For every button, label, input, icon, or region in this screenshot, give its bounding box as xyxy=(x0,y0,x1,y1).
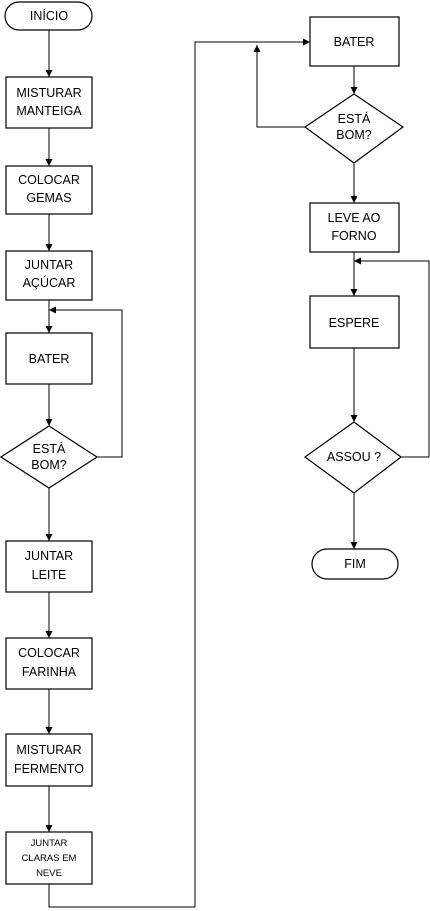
node-juntar-acucar-line-2: AÇÚCAR xyxy=(23,275,76,290)
node-esta-bom-2: ESTÁ BOM? xyxy=(303,93,405,164)
node-fim: FIM xyxy=(311,548,399,580)
node-colocar-farinha-line-1: COLOCAR xyxy=(18,646,80,660)
terminal-shape xyxy=(4,1,93,31)
node-inicio: INÍCIO xyxy=(4,1,93,31)
node-esta-bom-2-line-1: ESTÁ xyxy=(338,111,371,126)
node-esta-bom-1-line-1: ESTÁ xyxy=(33,441,66,456)
process-shape xyxy=(5,540,93,593)
node-bater-2-label: BATER xyxy=(334,35,375,49)
loop-esta-bom-to-bater xyxy=(49,306,123,458)
node-leve-ao-forno-line-2: FORNO xyxy=(331,229,376,243)
node-misturar-fermento-line-2: FERMENTO xyxy=(14,762,84,776)
process-shape xyxy=(5,637,93,690)
process-shape xyxy=(5,831,93,885)
node-juntar-leite: JUNTAR LEITE xyxy=(5,540,93,593)
node-juntar-leite-line-1: JUNTAR xyxy=(25,549,73,563)
node-assou-label: ASSOU ? xyxy=(327,450,381,464)
node-colocar-farinha-line-2: FARINHA xyxy=(22,665,77,679)
node-leve-ao-forno: LEVE AO FORNO xyxy=(309,202,400,253)
process-shape xyxy=(5,76,93,129)
node-juntar-claras-line-3: NEVE xyxy=(36,868,62,879)
process-shape xyxy=(5,332,93,385)
node-misturar-manteiga-line-2: MANTEIGA xyxy=(16,104,82,118)
decision-shape xyxy=(303,421,402,494)
node-juntar-acucar-line-1: JUNTAR xyxy=(25,258,73,272)
node-misturar-fermento: MISTURAR FERMENTO xyxy=(5,733,93,787)
node-juntar-claras: JUNTAR CLARAS EM NEVE xyxy=(5,831,93,885)
node-colocar-gemas: COLOCAR GEMAS xyxy=(5,165,93,215)
node-espere: ESPERE xyxy=(309,295,400,349)
node-misturar-manteiga: MISTURAR MANTEIGA xyxy=(5,76,93,129)
node-esta-bom-1: ESTÁ BOM? xyxy=(0,425,99,489)
connectors-left xyxy=(45,30,310,908)
node-juntar-claras-line-1: JUNTAR xyxy=(31,838,68,849)
process-shape xyxy=(309,16,400,67)
node-espere-label: ESPERE xyxy=(329,316,380,330)
node-assou: ASSOU ? xyxy=(303,421,402,494)
loop-esta-bom-2-to-bater-2 xyxy=(253,45,305,128)
node-juntar-leite-line-2: LEITE xyxy=(32,568,67,582)
node-inicio-label: INÍCIO xyxy=(30,8,68,23)
process-shape xyxy=(5,733,93,787)
node-fim-label: FIM xyxy=(344,557,366,571)
node-esta-bom-2-line-2: BOM? xyxy=(336,128,371,142)
loop-assou-to-espere xyxy=(354,257,430,458)
node-colocar-gemas-line-2: GEMAS xyxy=(26,191,71,205)
node-leve-ao-forno-line-1: LEVE AO xyxy=(328,211,381,225)
node-misturar-manteiga-line-1: MISTURAR xyxy=(16,86,81,100)
node-juntar-acucar: JUNTAR AÇÚCAR xyxy=(5,250,93,301)
node-juntar-claras-line-2: CLARAS EM xyxy=(22,853,77,864)
decision-shape xyxy=(0,425,99,489)
process-shape xyxy=(5,165,93,215)
node-bater-1: BATER xyxy=(5,332,93,385)
decision-shape xyxy=(303,93,405,164)
connector-juntar-claras-to-bater-2 xyxy=(48,38,310,908)
process-shape xyxy=(309,202,400,253)
terminal-shape xyxy=(311,548,399,580)
node-colocar-gemas-line-1: COLOCAR xyxy=(18,173,80,187)
process-shape xyxy=(5,250,93,301)
node-colocar-farinha: COLOCAR FARINHA xyxy=(5,637,93,690)
node-bater-2: BATER xyxy=(309,16,400,67)
node-misturar-fermento-line-1: MISTURAR xyxy=(16,743,81,757)
connectors-right xyxy=(253,45,430,549)
process-shape xyxy=(309,295,400,349)
node-esta-bom-1-line-2: BOM? xyxy=(31,458,66,472)
node-bater-1-label: BATER xyxy=(29,352,70,366)
